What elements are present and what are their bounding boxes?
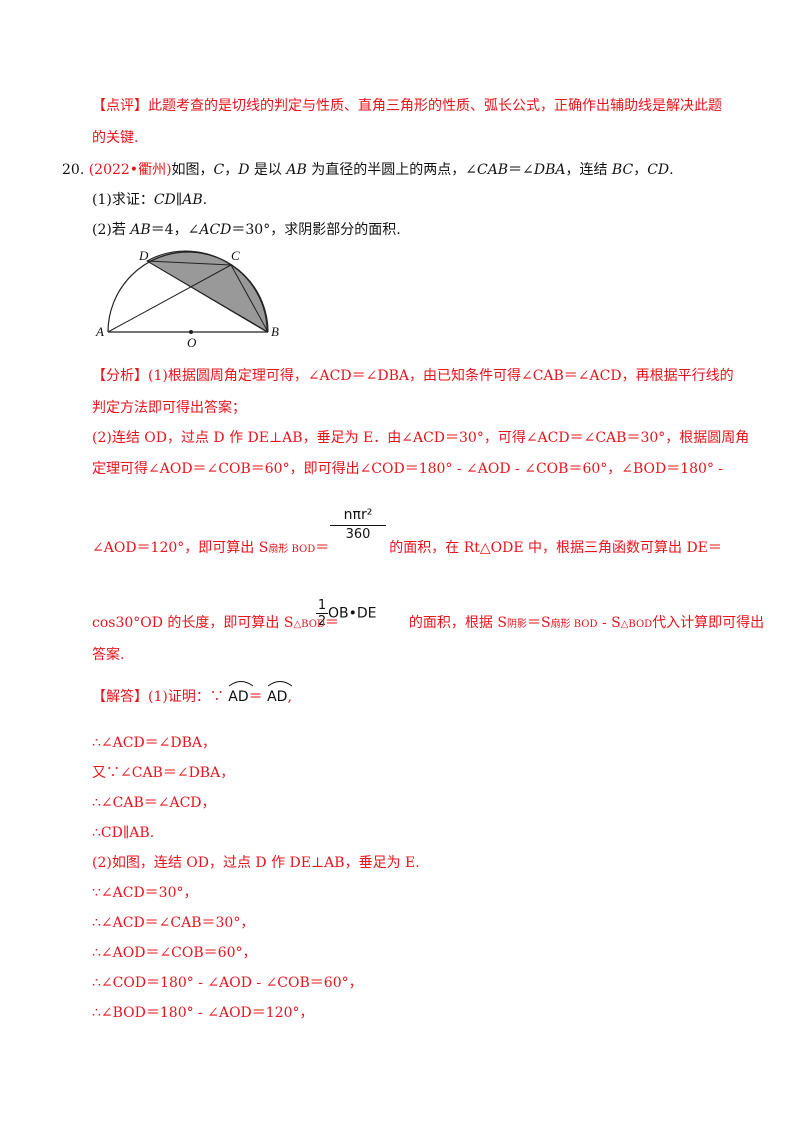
question-1: (1)求证：CD∥AB. [92, 192, 208, 208]
analysis-line-2: 判定方法即可得出答案； [92, 400, 246, 416]
label-o: O [187, 335, 197, 350]
chord-db [146, 260, 269, 333]
solution-line-4: ∴∠CAB＝∠ACD， [92, 795, 216, 811]
analysis-line-7: 答案. [92, 647, 125, 663]
chord-cb [230, 264, 269, 333]
solution-line-6: (2)如图，连结 OD，过点 D 作 DE⊥AB，垂足为 E. [92, 855, 420, 871]
chord-dc [146, 260, 232, 266]
triangle-area-fraction: 1 2 OB•DE [316, 598, 377, 629]
analysis-line-5: ∠AOD＝120°，即可算出 S扇形 BOD＝的面积，在 Rt△ODE 中，根据… [92, 540, 722, 556]
label-c: C [231, 248, 240, 263]
comment-line-2: 的关键. [92, 130, 139, 146]
problem-stem: 20. (2022•衢州)如图，C，D 是以 AB 为直径的半圆上的两点，∠CA… [62, 162, 674, 178]
semicircle-arc [107, 251, 269, 333]
solution-line-3: 又∵∠CAB＝∠DBA， [92, 765, 235, 781]
analysis-line-1: 【分析】(1)根据圆周角定理可得，∠ACD＝∠DBA，由已知条件可得∠CAB＝∠… [92, 368, 734, 384]
solution-line-2: ∴∠ACD＝∠DBA， [92, 735, 217, 751]
solution-line-8: ∴∠ACD＝∠CAB＝30°， [92, 915, 255, 931]
question-2: (2)若 AB＝4，∠ACD＝30°，求阴影部分的面积. [92, 222, 401, 238]
chord-ac [107, 264, 232, 333]
analysis-line-4: 定理可得∠AOD＝∠COB＝60°，即可得出∠COD＝180° - ∠AOD -… [92, 461, 724, 477]
comment-line-1: 【点评】此题考查的是切线的判定与性质、直角三角形的性质、弧长公式，正确作出辅助线… [92, 98, 722, 114]
label-a: A [95, 324, 104, 339]
semicircle-figure: A B C D O [95, 248, 279, 350]
solution-line-5: ∴CD∥AB. [92, 825, 155, 841]
analysis-line-6: cos30°OD 的长度，即可算出 S△BOD＝的面积，根据 S阴影＝S扇形 B… [92, 615, 765, 631]
solution-line-10: ∴∠COD＝180° - ∠AOD - ∠COB＝60°， [92, 975, 363, 991]
solution-line-7: ∵∠ACD＝30°， [92, 885, 198, 901]
arc-ad-1: AD [228, 681, 254, 707]
problem-source: (2022•衢州) [88, 162, 172, 178]
label-d: D [138, 248, 149, 263]
solution-line-1: 【解答】(1)证明：∵ AD＝ AD, [92, 681, 293, 707]
analysis-line-3: (2)连结 OD，过点 D 作 DE⊥AB，垂足为 E．由∠ACD＝30°，可得… [92, 430, 750, 446]
shaded-region [145, 250, 268, 333]
center-point [189, 330, 193, 334]
solution-line-11: ∴∠BOD＝180° - ∠AOD＝120°， [92, 1005, 314, 1021]
arc-ad-2: AD [267, 681, 293, 707]
label-b: B [271, 324, 279, 339]
solution-line-9: ∴∠AOD＝∠COB＝60°， [92, 945, 257, 961]
sector-area-fraction: nπr² 360 [330, 506, 386, 543]
